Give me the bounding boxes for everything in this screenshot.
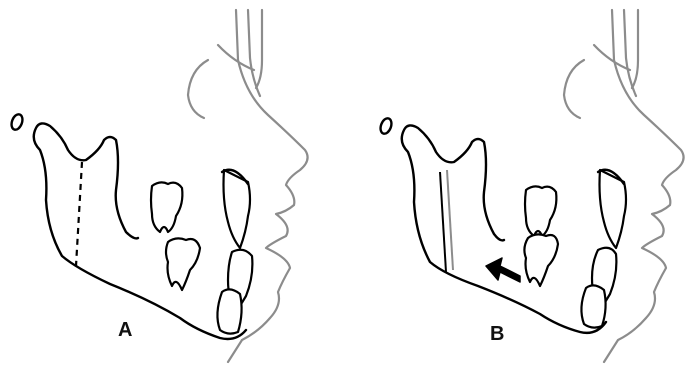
osteotomy-line-a (76, 162, 82, 266)
mandible-outline-b (402, 125, 606, 332)
setback-arrow-icon (486, 258, 520, 282)
panel-b: B (379, 10, 684, 362)
mandible-outline-a (34, 123, 246, 339)
orbit-curve-a (188, 60, 208, 118)
lower-molar-a (166, 238, 200, 290)
upper-molar-b (525, 186, 556, 236)
condyle-marker-b (379, 117, 394, 135)
panel-label-b: B (490, 323, 504, 345)
panel-label-a: A (118, 319, 132, 341)
osteotomy-line-b1 (440, 172, 446, 272)
lower-molar-b (524, 234, 558, 286)
lower-incisor-root-b (581, 285, 605, 327)
upper-molar-a (151, 182, 182, 232)
orbit-curve-b (564, 60, 584, 118)
nose-bridge-line-b (632, 10, 638, 88)
osteotomy-line-b2 (447, 170, 453, 270)
panel-a: A (10, 10, 308, 362)
condyle-marker-a (10, 113, 25, 131)
nose-bridge-line-a (256, 10, 262, 88)
lower-incisor-root-a (217, 289, 241, 333)
